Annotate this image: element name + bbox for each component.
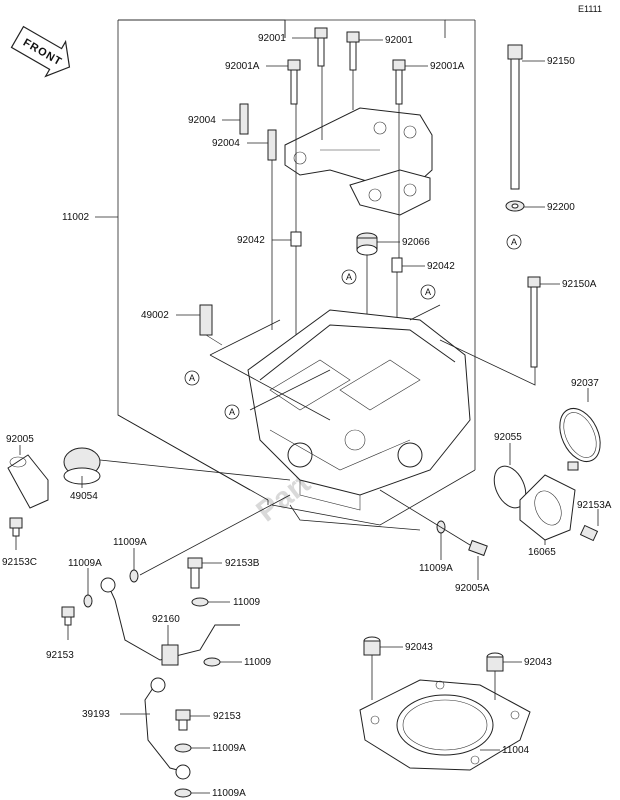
label-11009A-top: 11009A <box>113 537 147 548</box>
dowel-pin-92042-right <box>391 257 403 273</box>
ref-marker-a-4: A <box>224 404 240 420</box>
label-11009A-low2: 11009A <box>212 788 246 799</box>
label-92153C: 92153C <box>2 557 37 568</box>
bolt-92001A-a <box>287 59 301 105</box>
label-11009-b: 11009 <box>244 657 272 668</box>
label-11009A-low1: 11009A <box>212 743 246 754</box>
label-92043-left: 92043 <box>405 642 433 653</box>
label-49002: 49002 <box>141 310 169 321</box>
bolt-92153A <box>579 524 599 542</box>
stud-92004-a <box>239 103 249 135</box>
ref-marker-a-3: A <box>184 370 200 386</box>
ref-marker-a-2: A <box>420 284 436 300</box>
bolt-92153-low <box>175 709 191 731</box>
washer-11009-a <box>191 597 209 607</box>
svg-text:A: A <box>229 407 235 417</box>
collar-92160 <box>161 644 179 666</box>
label-92005: 92005 <box>6 434 34 445</box>
bolt-92153 <box>61 606 75 626</box>
bolt-92153C <box>9 517 23 537</box>
cylinder-head <box>247 309 471 511</box>
stud-92004-b <box>267 129 277 161</box>
label-11009-a: 11009 <box>233 597 261 608</box>
washer-11009A-left <box>83 594 93 608</box>
label-92150A: 92150A <box>562 279 597 290</box>
valve-guide-49002 <box>199 304 223 346</box>
head-gasket-11004 <box>359 679 531 771</box>
label-92005A: 92005A <box>455 583 490 594</box>
label-92042-right: 92042 <box>427 261 455 272</box>
o-ring-92055 <box>493 465 527 509</box>
label-11009A-mid: 11009A <box>419 563 453 574</box>
label-92150: 92150 <box>547 56 575 67</box>
dowel-pin-92043-left <box>363 636 381 656</box>
diagram-code: E1111 <box>578 4 602 14</box>
label-92153: 92153 <box>46 650 74 661</box>
ref-marker-a-1: A <box>341 269 357 285</box>
dowel-pin-92042-left <box>290 231 302 247</box>
bolt-92153B <box>187 557 203 589</box>
label-92153-low: 92153 <box>213 711 241 722</box>
plug-seal-92066 <box>356 232 378 256</box>
label-11004: 11004 <box>502 745 530 756</box>
label-92001A-left: 92001A <box>225 61 260 72</box>
water-outlet-92005 <box>7 454 49 509</box>
label-11002: 11002 <box>62 212 90 223</box>
label-92001-top: 92001 <box>258 33 286 44</box>
bolt-92001-b <box>346 31 360 71</box>
label-39193: 39193 <box>82 709 110 720</box>
label-92004-a: 92004 <box>188 115 216 126</box>
label-16065: 16065 <box>528 547 556 558</box>
label-92001-right: 92001 <box>385 35 413 46</box>
clamp-92037 <box>559 408 601 471</box>
label-49054: 49054 <box>70 491 98 502</box>
throttle-body-holder-16065 <box>519 474 576 541</box>
label-92055: 92055 <box>494 432 522 443</box>
svg-text:A: A <box>511 237 517 247</box>
front-arrow-icon: FRONT <box>10 25 71 78</box>
bolt-92001-a <box>314 27 328 67</box>
svg-text:A: A <box>346 272 352 282</box>
svg-text:A: A <box>189 373 195 383</box>
bolt-92001A-b <box>392 59 406 105</box>
washer-11009A-low1 <box>174 743 192 753</box>
label-92001A-right: 92001A <box>430 61 465 72</box>
label-92042-left: 92042 <box>237 235 265 246</box>
fitting-92005A <box>468 539 488 557</box>
svg-text:A: A <box>425 287 431 297</box>
washer-11009A-low2 <box>174 788 192 798</box>
washer-11009A-top <box>129 569 139 583</box>
label-92153B: 92153B <box>225 558 260 569</box>
label-92066: 92066 <box>402 237 430 248</box>
label-11009A-left: 11009A <box>68 558 102 569</box>
label-92004-b: 92004 <box>212 138 240 149</box>
washer-11009-b <box>203 657 221 667</box>
label-92160: 92160 <box>152 614 180 625</box>
ref-marker-a-5: A <box>506 234 522 250</box>
label-92153A: 92153A <box>577 500 612 511</box>
stud-bolt-92150 <box>507 44 523 190</box>
washer-92200 <box>505 200 525 212</box>
dowel-pin-92043-right <box>486 652 504 672</box>
label-92037: 92037 <box>571 378 599 389</box>
bolt-92150A <box>527 276 541 368</box>
water-pipe-39193 <box>100 577 240 780</box>
camshaft-holder <box>284 107 433 216</box>
label-92043-right: 92043 <box>524 657 552 668</box>
label-92200: 92200 <box>547 202 575 213</box>
